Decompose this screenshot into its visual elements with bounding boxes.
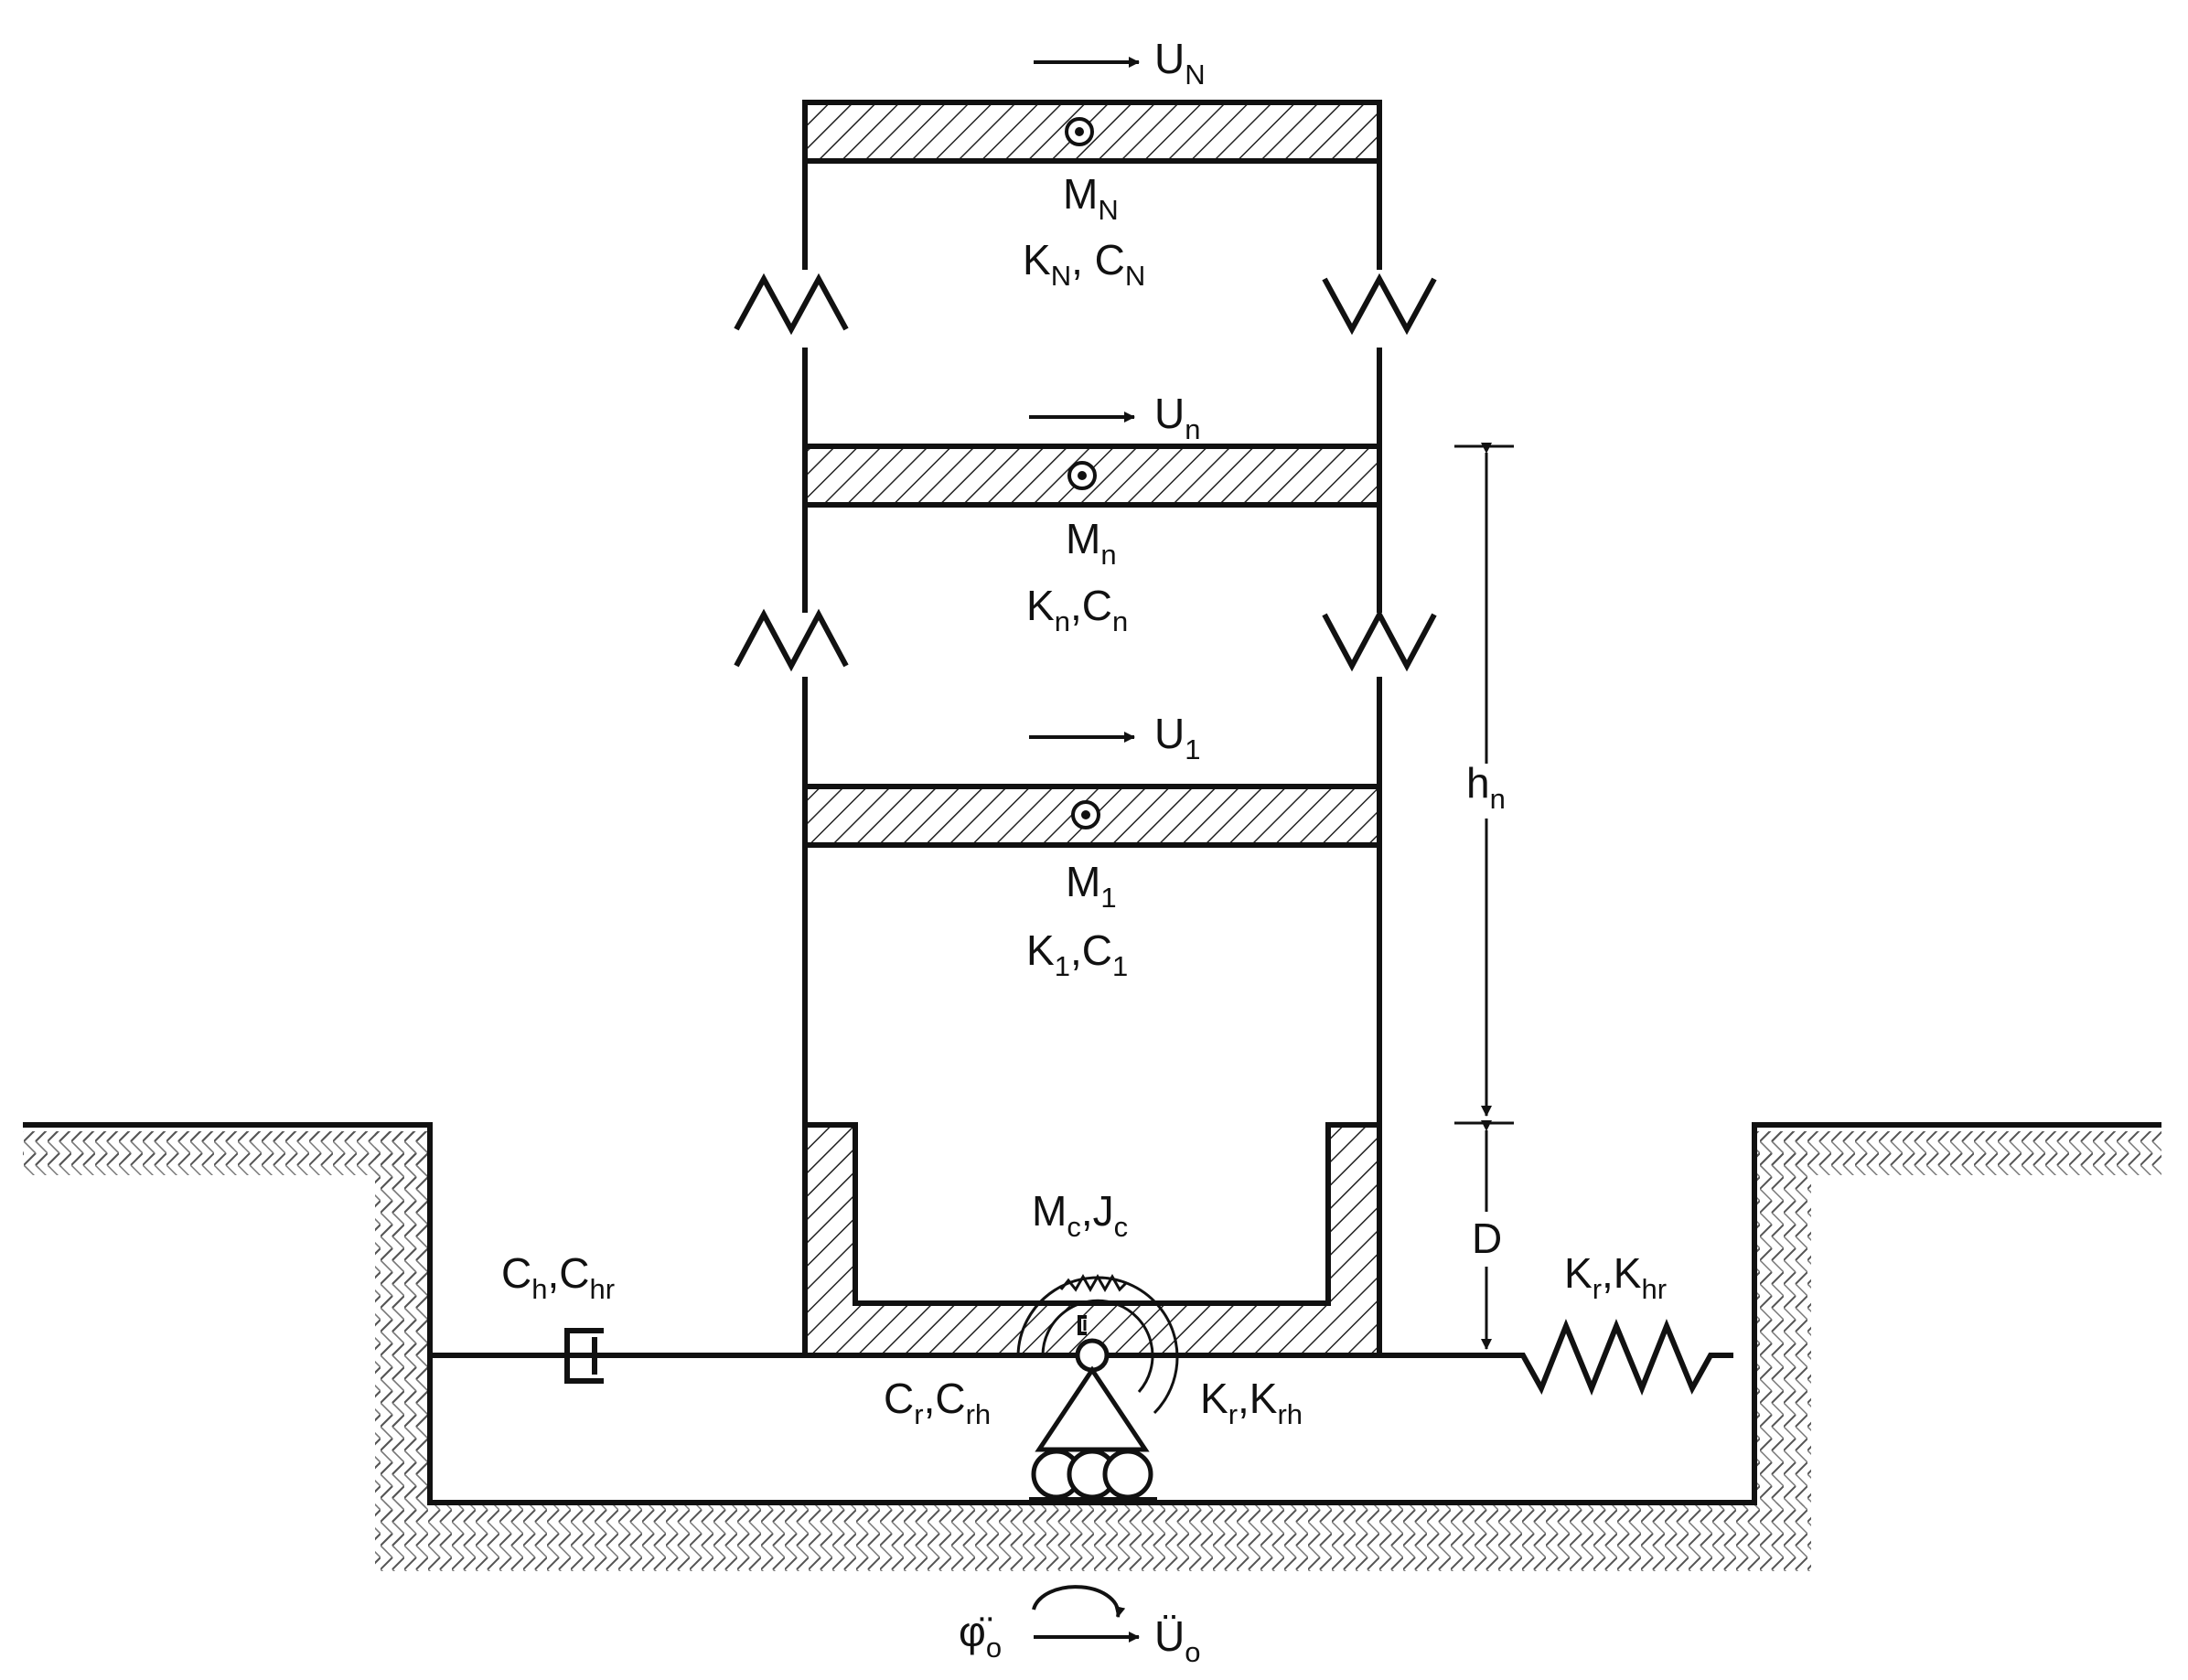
mass-center-N [1065, 117, 1094, 146]
label-depth: D [1472, 1215, 1502, 1262]
label-disp-n: Un [1154, 390, 1200, 445]
dimension-lines [1454, 443, 1514, 1350]
label-disp-1: U1 [1154, 710, 1200, 765]
foundation [430, 1122, 1518, 1358]
roller [1102, 1449, 1153, 1500]
label-rotational-damping: Cr,Crh [884, 1375, 991, 1430]
slab-n [802, 444, 1382, 508]
label-rotational-stiffness: Kr,Krh [1200, 1375, 1303, 1430]
label-ground-rotation: φ̈o [959, 1608, 1002, 1664]
pin-joint [1075, 1338, 1110, 1373]
label-foundation-mass: Mc,Jc [1032, 1187, 1128, 1243]
horizontal-damper [430, 1328, 604, 1384]
support-triangle [1035, 1365, 1150, 1452]
soil-fill-left [23, 1131, 430, 1573]
label-horizontal-damping: Ch,Chr [501, 1249, 615, 1305]
rotation-arrow [1032, 1585, 1126, 1618]
mass-center-1 [1071, 800, 1100, 829]
rotational-elements [1016, 1273, 1179, 1503]
spring-left-N [734, 273, 849, 336]
soil-bottom [375, 1503, 1811, 1571]
ground-motion-arrows [1032, 1585, 1140, 1643]
soil-wall-right [1754, 1131, 1811, 1506]
mass-center-n [1067, 461, 1097, 490]
label-ground-translation: Üo [1154, 1612, 1200, 1668]
label-disp-N: UN [1154, 35, 1206, 91]
rotational-spring-zigzag [1059, 1273, 1129, 1293]
label-mass-n: Mn [1066, 515, 1117, 571]
superstructure [734, 57, 1437, 1125]
label-horizontal-stiffness: Kr,Khr [1564, 1249, 1667, 1305]
soil-surface-right [1754, 1131, 2161, 1175]
damper-cylinder [564, 1328, 604, 1384]
spring-right-N [1322, 273, 1437, 336]
label-mass-1: M1 [1066, 858, 1117, 914]
label-stiffness-N: KN, CN [1023, 236, 1145, 292]
foundation-body [802, 1122, 1382, 1358]
soil [23, 1122, 2161, 1573]
spring-right-n [1322, 608, 1437, 672]
soil-surface-left [23, 1131, 430, 1175]
label-stiffness-n: Kn,Cn [1026, 582, 1128, 637]
soil-wall-left [375, 1131, 430, 1506]
rotational-spring-arc [1016, 1276, 1179, 1415]
rotational-damper-symbol [1078, 1315, 1087, 1335]
label-mass-N: MN [1063, 170, 1119, 226]
spring-left-n [734, 608, 849, 672]
spring-zigzag [1509, 1318, 1733, 1396]
label-height: hn [1466, 759, 1506, 815]
rotational-damper-arc [1041, 1299, 1154, 1393]
horizontal-spring [1509, 1318, 1733, 1396]
label-stiffness-1: K1,C1 [1026, 926, 1128, 982]
